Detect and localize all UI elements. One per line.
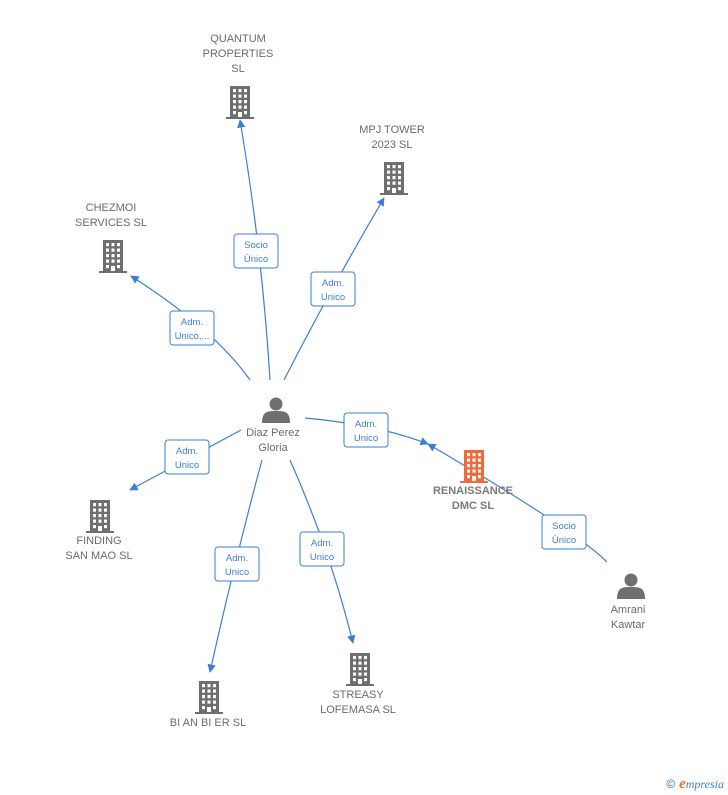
node-label-renaissance: DMC SL <box>452 500 494 512</box>
node-chezmoi[interactable]: CHEZMOI SERVICES SL <box>75 202 147 273</box>
node-label-diaz: Gloria <box>258 442 288 454</box>
node-label-quantum: PROPERTIES <box>203 48 274 60</box>
node-label-amrani: Amrani <box>611 604 646 616</box>
node-label-quantum: SL <box>231 63 244 75</box>
node-label-chezmoi: CHEZMOI <box>86 202 137 214</box>
edge-label: Adm. <box>226 553 248 564</box>
person-icon <box>617 573 645 599</box>
building-icon <box>195 681 223 714</box>
edge-label: Unico <box>310 552 334 563</box>
edge-diaz-to-bianbier[interactable]: Adm. Unico <box>207 459 263 673</box>
node-label-bianbier: BI AN BI ER SL <box>170 717 246 729</box>
brand-name: mpresia <box>685 777 724 791</box>
node-label-finding: SAN MAO SL <box>65 550 132 562</box>
node-bianbier[interactable]: BI AN BI ER SL <box>170 681 246 729</box>
edge-label: Único <box>552 535 576 546</box>
node-renaissance[interactable]: RENAISSANCE DMC SL <box>433 450 513 512</box>
building-icon <box>346 653 374 686</box>
node-label-quantum: QUANTUM <box>210 33 266 45</box>
node-label-diaz: Diaz Perez <box>246 427 300 439</box>
footer-brand[interactable]: ©empresia <box>666 776 724 793</box>
node-label-streasy: STREASY <box>332 689 384 701</box>
edge-label: Único <box>244 254 268 265</box>
node-mpj[interactable]: MPJ TOWER 2023 SL <box>359 124 425 195</box>
building-icon <box>86 500 114 533</box>
copyright-symbol: © <box>666 777 676 791</box>
edge-diaz-to-renaissance[interactable]: Adm. Unico <box>304 412 429 448</box>
edge-label-box <box>169 310 215 346</box>
edge-label-box <box>214 546 260 582</box>
node-label-mpj: 2023 SL <box>372 139 413 151</box>
edge-label-box <box>541 514 587 550</box>
nodes-layer: QUANTUM PROPERTIES SL MPJ TOWER 2023 SL CHEZM… <box>65 33 645 729</box>
edge-label: Adm. <box>176 446 198 457</box>
person-icon <box>262 397 290 423</box>
node-label-finding: FINDING <box>76 535 121 547</box>
edge-label: Adm. <box>322 278 344 289</box>
edge-label: Unico <box>321 292 345 303</box>
edge-label-box <box>299 531 345 567</box>
edge-diaz-to-mpj[interactable]: Adm. Unico <box>283 197 385 381</box>
edge-label: Unico <box>175 460 199 471</box>
edge-label: Adm. <box>355 419 377 430</box>
edge-label: Socio <box>244 240 268 251</box>
building-icon <box>460 450 488 483</box>
edge-label: Unico,... <box>175 331 210 342</box>
edge-label-box <box>233 233 279 269</box>
edge-diaz-to-finding[interactable]: Adm. Unico <box>129 429 242 491</box>
edge-label-box <box>164 439 210 475</box>
edge-label: Unico <box>225 567 249 578</box>
node-streasy[interactable]: STREASY LOFEMASA SL <box>320 653 396 716</box>
edge-label: Adm. <box>311 538 333 549</box>
building-icon <box>99 240 127 273</box>
edge-label-box <box>343 412 389 448</box>
edge-label: Adm. <box>181 317 203 328</box>
brand-initial: e <box>679 776 686 792</box>
edge-label: Unico <box>354 433 378 444</box>
edges-layer: SocioÚnicoAdm.UnicoAdm.Unico,...Adm.Unic… <box>129 119 608 673</box>
node-label-streasy: LOFEMASA SL <box>320 704 396 716</box>
node-label-chezmoi: SERVICES SL <box>75 217 147 229</box>
node-label-mpj: MPJ TOWER <box>359 124 425 136</box>
building-icon <box>226 86 254 119</box>
edge-label-box <box>310 271 356 307</box>
node-finding[interactable]: FINDING SAN MAO SL <box>65 500 133 562</box>
node-label-amrani: Kawtar <box>611 619 646 631</box>
node-label-renaissance: RENAISSANCE <box>433 485 513 497</box>
edge-diaz-to-chezmoi[interactable]: Adm. Unico,... <box>130 275 251 381</box>
edge-diaz-to-streasy[interactable]: Adm. Unico <box>289 459 356 644</box>
node-quantum[interactable]: QUANTUM PROPERTIES SL <box>203 33 274 119</box>
building-icon <box>380 162 408 195</box>
edge-label: Socio <box>552 521 576 532</box>
